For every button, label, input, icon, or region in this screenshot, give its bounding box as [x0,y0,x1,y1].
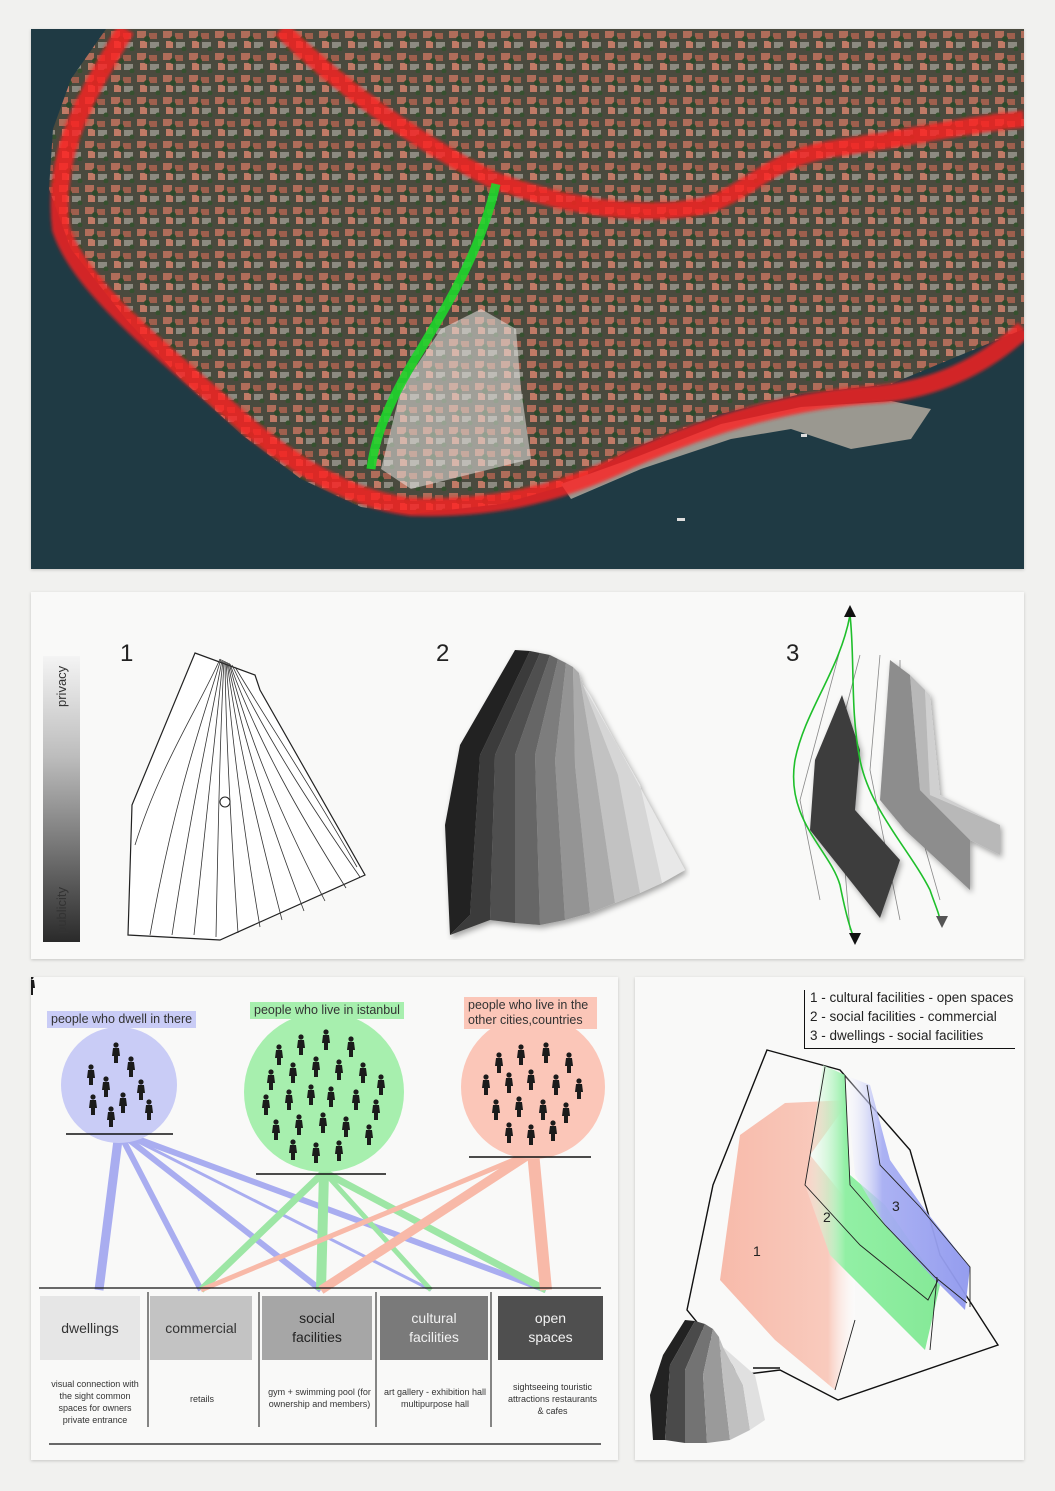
function-cultural: cultural facilities [380,1296,488,1360]
step-3-number: 3 [786,640,800,667]
dwellers-circle [61,1027,177,1143]
desc-dwellings: visual connection with the sight common … [51,1379,139,1425]
zone-legend-bracket [804,990,1015,1049]
diagram-3-split-flow [792,605,1000,945]
desc-cultural: art gallery - exhibition hall multipurpo… [383,1387,487,1409]
diagram-1-contours [127,652,366,941]
site-highlight [381,309,531,489]
zone-2-label: 2 [823,1209,831,1225]
publicity-label: publicity [54,887,69,934]
privacy-label: privacy [54,665,69,707]
function-commercial: commercial [150,1296,252,1360]
boat [677,518,685,521]
function-dwellings: dwellings [40,1296,140,1360]
zone-1-label: 1 [753,1243,761,1259]
boat [801,434,807,437]
group-label-dwellers: people who dwell in there [47,1011,197,1028]
zone-legend-2: 2 - social facilities - commercial [810,1009,997,1024]
zone-legend-1: 1 - cultural facilities - open spaces [810,990,1014,1005]
zone-legend-3: 3 - dwellings - social facilities [810,1028,984,1043]
land [49,29,1024,514]
desc-commercial: retails [189,1394,214,1404]
privacy-gradient-bar [43,656,80,942]
upper-road [274,29,1024,220]
aerial-map-panel [31,29,1024,569]
aerial-map [31,29,1024,569]
zoning-diagram: 1 2 3 [650,1049,1000,1443]
desc-social: gym + swimming pool (for ownership and m… [268,1387,371,1409]
function-open-spaces: open spaces [498,1296,603,1360]
step-1-number: 1 [120,640,134,667]
function-social: social facilities [262,1296,372,1360]
zone-3-label: 3 [892,1198,900,1214]
green-path [366,182,501,470]
group-label-istanbul: people who live in istanbul [250,1002,404,1019]
breakwater [561,401,931,499]
connection-lines [31,977,605,1445]
group-label-other-cities: people who live in the other cities,coun… [464,997,597,1029]
people-silhouettes [31,977,583,1163]
diagram-2-gradient-bands [445,650,685,935]
step-2-number: 2 [436,640,450,667]
istanbul-circle [244,1012,404,1172]
coastal-road [50,29,1024,517]
desc-open-spaces: sightseeing touristic attractions restau… [507,1382,598,1416]
